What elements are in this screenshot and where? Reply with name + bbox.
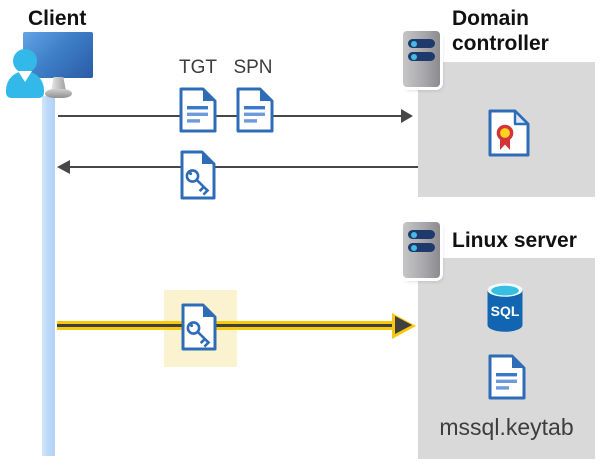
user-collar-shape [18, 71, 32, 82]
user-head-icon [13, 49, 37, 73]
spn-label: SPN [233, 57, 273, 78]
request-arrow-line [58, 115, 402, 117]
client-label: Client [28, 7, 87, 30]
response-arrow-line [68, 166, 418, 168]
certificate-icon [487, 108, 531, 158]
key-document-icon [180, 302, 218, 352]
linux-server-label: Linux server [452, 229, 577, 252]
server-led-icon [411, 244, 417, 251]
request-arrowhead-icon [401, 109, 413, 123]
sql-database-icon: SQL [484, 280, 526, 333]
linux-server-icon [403, 222, 440, 278]
server-led-icon [411, 40, 417, 47]
spn-document-icon [235, 86, 275, 134]
keytab-label: mssql.keytab [439, 414, 574, 440]
sql-icon-label: SQL [491, 303, 520, 319]
server-slot [408, 230, 435, 239]
server-slot [408, 52, 435, 61]
tgt-document-icon [178, 86, 218, 134]
response-arrowhead-icon [57, 160, 70, 174]
key-document-icon [179, 149, 217, 201]
monitor-stand-icon [51, 77, 66, 91]
server-slot [408, 39, 435, 48]
domain-controller-label: Domain controller [452, 7, 549, 55]
tgt-label: TGT [179, 57, 217, 78]
keytab-document-icon [487, 353, 527, 401]
sql-connection-arrowhead-icon [395, 316, 412, 334]
domain-controller-server-icon [403, 31, 440, 87]
monitor-base-icon [45, 89, 72, 98]
sql-connection-arrow-line [57, 321, 393, 330]
server-led-icon [411, 53, 417, 60]
server-led-icon [411, 231, 417, 238]
server-slot [408, 243, 435, 252]
client-lifeline-bar [42, 96, 55, 456]
